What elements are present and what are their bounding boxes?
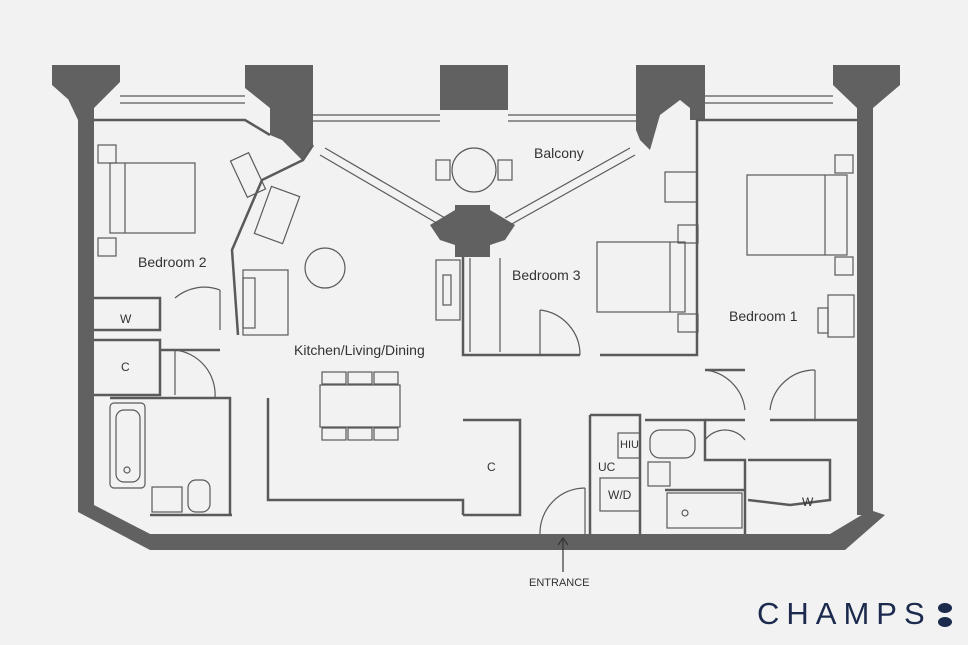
wardrobe-left-label: W xyxy=(120,312,132,326)
balcony-label: Balcony xyxy=(534,145,584,161)
kitchen-living-dining-label: Kitchen/Living/Dining xyxy=(294,342,425,358)
entrance-arrow xyxy=(557,536,569,572)
hiu-label: HIU xyxy=(620,439,639,451)
wd-label: W/D xyxy=(608,488,632,502)
logo-dots-icon xyxy=(934,603,954,629)
doors xyxy=(174,286,816,535)
uc-label: UC xyxy=(598,460,616,474)
bedroom-2-label: Bedroom 2 xyxy=(138,254,207,270)
cupboard-mid-label: C xyxy=(487,460,496,474)
entrance-label: ENTRANCE xyxy=(529,577,590,589)
wardrobe-right-label: W xyxy=(802,495,814,509)
exterior-walls xyxy=(52,65,900,550)
bedroom-1-label: Bedroom 1 xyxy=(729,308,798,324)
interior-walls xyxy=(94,118,857,534)
window-frames xyxy=(120,95,833,226)
bedroom-3-label: Bedroom 3 xyxy=(512,267,581,283)
cupboard-left-label: C xyxy=(121,360,130,374)
champs-logo: CHAMPS xyxy=(757,596,932,631)
furniture xyxy=(97,144,855,529)
